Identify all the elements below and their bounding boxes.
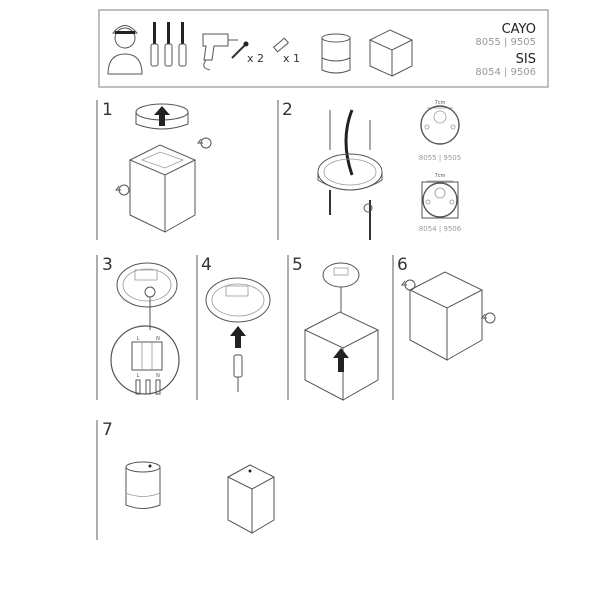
step-dividers <box>96 100 394 540</box>
dimension-label: 7cm <box>435 173 446 179</box>
step-number-4: 4 <box>201 255 212 275</box>
screw-rotate-icon <box>115 184 130 196</box>
terminal-label-l: L <box>137 336 140 342</box>
step-number-6: 6 <box>397 255 408 275</box>
step-number-5: 5 <box>292 255 303 275</box>
screwdrivers-icon <box>150 22 187 67</box>
screw-quantity: x 2 <box>247 52 264 65</box>
product-name-sis: SIS <box>516 52 536 67</box>
arrow-up-icon <box>333 348 349 372</box>
arrow-up-icon <box>154 106 170 126</box>
screw-rotate-icon <box>401 279 416 291</box>
drill-icon <box>202 33 238 71</box>
screw-icon <box>231 41 249 59</box>
model-codes-sis: 8054 | 9506 <box>419 225 462 233</box>
step-1-illustration <box>115 103 212 233</box>
dimension-label: 7cm <box>435 100 446 106</box>
screw-rotate-icon <box>197 137 212 149</box>
product-codes-sis: 8054 | 9506 <box>475 67 536 78</box>
header-box: x 2 x 1 CAYO 8055 | 9505 SIS 8054 | 9506 <box>98 9 549 88</box>
installer-person-icon <box>107 25 143 75</box>
step-number-7: 7 <box>102 420 113 440</box>
step-4-illustration <box>205 277 271 392</box>
product-codes-cayo: 8055 | 9505 <box>475 37 536 48</box>
step-number-1: 1 <box>102 100 113 120</box>
step-number-2: 2 <box>282 100 293 120</box>
step-3-illustration: L N L N <box>110 262 180 395</box>
sis-lamp-icon <box>368 29 414 77</box>
step-6-illustration <box>401 271 496 361</box>
step-number-3: 3 <box>102 255 113 275</box>
step-2-illustration <box>317 109 383 240</box>
plug-quantity: x 1 <box>283 52 300 65</box>
model-codes-cayo: 8055 | 9505 <box>419 154 461 162</box>
arrow-up-icon <box>230 326 246 348</box>
terminal-label-l: L <box>137 373 140 379</box>
wall-plug-icon <box>273 37 289 53</box>
cayo-lamp-icon <box>321 33 351 74</box>
cayo-drilling-template: 7cm 8055 | 9505 <box>419 100 461 162</box>
step-7-illustration <box>125 461 276 534</box>
screw-rotate-icon <box>481 312 496 324</box>
step-5-illustration <box>303 262 380 401</box>
sis-drilling-template: 7cm 8054 | 9506 <box>419 173 462 233</box>
product-name-cayo: CAYO <box>502 22 536 37</box>
terminal-label-n: N <box>156 373 160 379</box>
terminal-label-n: N <box>156 336 160 342</box>
